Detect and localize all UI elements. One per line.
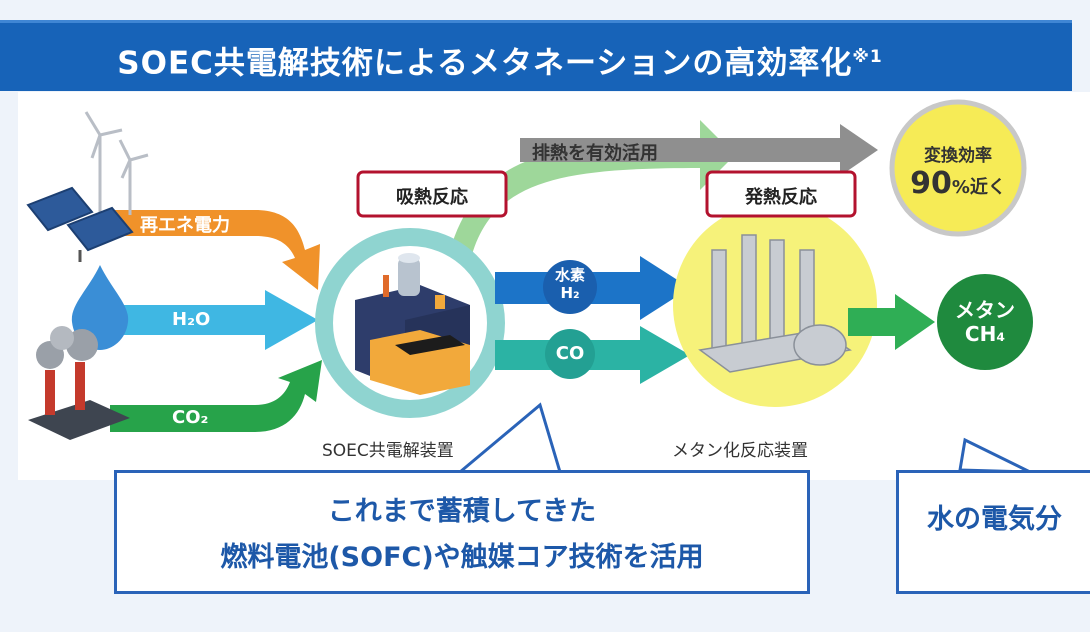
methane-label: メタン CH₄ xyxy=(937,298,1033,346)
exothermic-box xyxy=(705,170,857,218)
co-badge xyxy=(545,329,595,379)
title-main: SOEC共電解技術によるメタネーションの高効率化 xyxy=(117,45,853,82)
methane-name: メタン xyxy=(955,298,1015,322)
renewable-arrow xyxy=(110,210,320,290)
left-callout-line2: 燃料電池(SOFC)や触媒コア技術を活用 xyxy=(220,542,704,573)
title-note: ※1 xyxy=(852,47,883,67)
water-arrow xyxy=(120,290,318,350)
left-callout: これまで蓄積してきた 燃料電池(SOFC)や触媒コア技術を活用 xyxy=(114,470,810,594)
hydrogen-name: 水素 xyxy=(554,266,585,284)
right-callout-text: 水の電気分 xyxy=(927,504,1062,535)
co-label: CO xyxy=(555,343,585,364)
wind-turbine-icon xyxy=(84,111,149,215)
exothermic-label: 発熱反応 xyxy=(745,187,817,208)
methane-circle xyxy=(937,274,1033,370)
efficiency-value: 90 xyxy=(910,166,952,201)
soec-ring xyxy=(315,228,505,418)
waste-heat-arrow-gray xyxy=(520,124,878,176)
waste-heat-label: 排熱を有効活用 xyxy=(532,143,658,164)
hydrogen-formula: H₂ xyxy=(560,284,580,302)
left-callout-line1: これまで蓄積してきた xyxy=(327,496,597,527)
renewable-label: 再エネ電力 xyxy=(140,215,230,236)
efficiency-unit: %近く xyxy=(951,177,1006,198)
efficiency-circle xyxy=(889,99,1027,237)
efficiency-label: 変換効率 xyxy=(924,146,992,166)
co2-arrow xyxy=(110,360,322,432)
methane-formula: CH₄ xyxy=(964,322,1006,346)
endothermic-label: 吸熱反応 xyxy=(396,187,468,208)
methanation-device-label: メタン化反応装置 xyxy=(672,441,808,461)
endothermic-box xyxy=(356,170,508,218)
output-arrow xyxy=(848,294,935,350)
soec-device-label: SOEC共電解装置 xyxy=(322,441,454,461)
right-callout: 水の電気分 xyxy=(896,470,1090,594)
water-drop-icon xyxy=(71,265,129,350)
hydrogen-label: 水素 H₂ xyxy=(543,266,597,302)
water-label: H₂O xyxy=(172,309,211,330)
page-title: SOEC共電解技術によるメタネーションの高効率化※1 xyxy=(0,23,1000,91)
soec-device-illustration xyxy=(355,253,470,395)
co2-label: CO₂ xyxy=(172,407,209,428)
title-bar: SOEC共電解技術によるメタネーションの高効率化※1 xyxy=(0,20,1072,91)
factory-icon xyxy=(28,326,130,440)
solar-panel-icon xyxy=(26,186,134,262)
right-callout-pointer xyxy=(958,437,1031,474)
hydrogen-badge xyxy=(543,260,597,314)
left-callout-pointer xyxy=(455,402,563,474)
efficiency-value-line: 90%近く xyxy=(892,166,1024,201)
methanation-reactor-illustration xyxy=(698,234,852,373)
